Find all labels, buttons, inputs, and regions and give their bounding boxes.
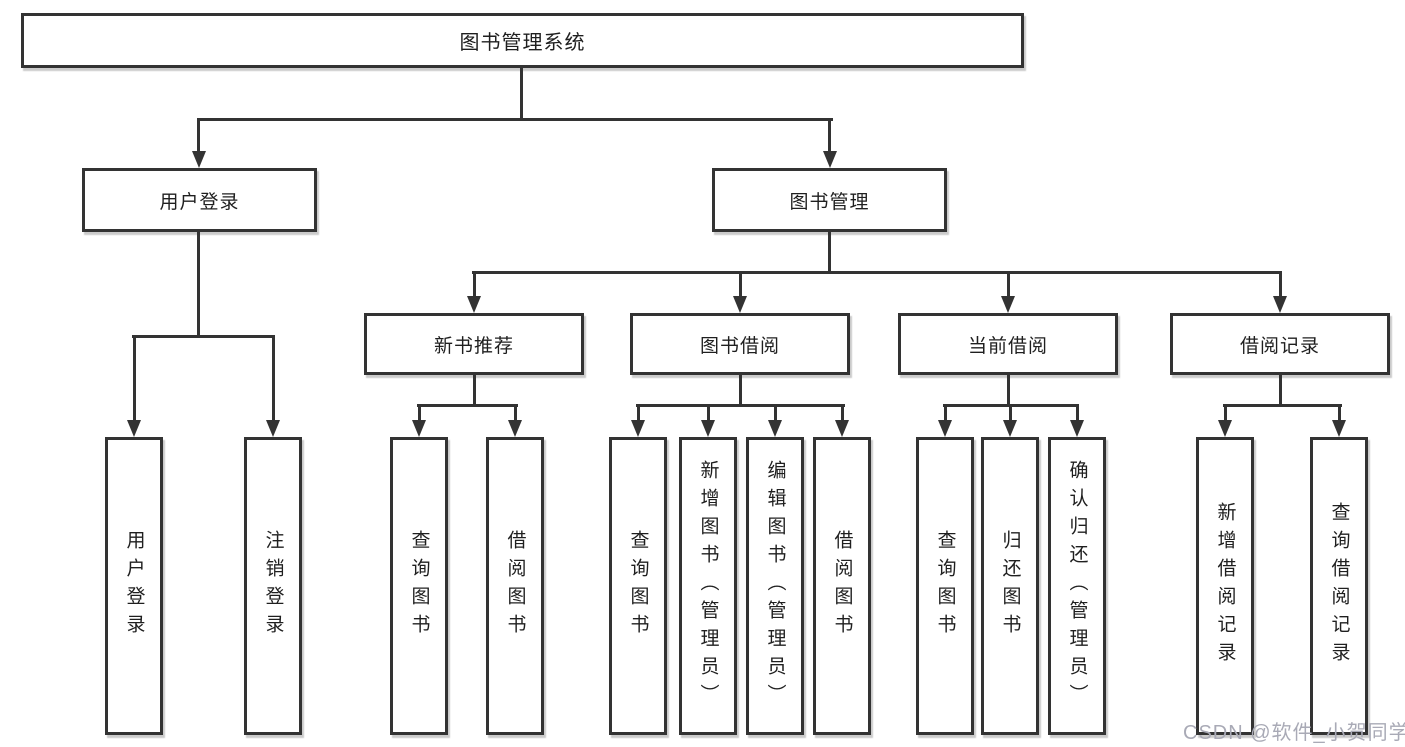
edge-line bbox=[1338, 404, 1341, 422]
arrow-down-icon bbox=[1003, 420, 1017, 437]
arrow-down-icon bbox=[467, 296, 481, 313]
edge-line bbox=[418, 404, 421, 422]
arrow-down-icon bbox=[266, 420, 280, 437]
edge-line bbox=[739, 271, 742, 299]
arrow-down-icon bbox=[733, 296, 747, 313]
edge-line bbox=[828, 118, 831, 155]
edge-line bbox=[1007, 271, 1010, 299]
edge-line bbox=[1224, 404, 1227, 422]
node-leaf-user-login: 用户登录 bbox=[105, 437, 163, 735]
edge-line bbox=[1223, 404, 1342, 407]
edge-line bbox=[417, 404, 518, 407]
node-leaf-logout: 注销登录 bbox=[244, 437, 302, 735]
edge-line bbox=[1009, 404, 1012, 422]
edge-line bbox=[272, 335, 275, 423]
arrow-down-icon bbox=[1332, 420, 1346, 437]
edge-line bbox=[133, 335, 136, 423]
node-leaf-add-borrow-record: 新增借阅记录 bbox=[1196, 437, 1254, 735]
arrow-down-icon bbox=[1273, 296, 1287, 313]
edge-line bbox=[637, 404, 640, 422]
edge-line bbox=[636, 404, 845, 407]
arrow-down-icon bbox=[938, 420, 952, 437]
arrow-down-icon bbox=[412, 420, 426, 437]
node-user-login: 用户登录 bbox=[82, 168, 317, 232]
edge-line bbox=[1076, 404, 1079, 422]
arrow-down-icon bbox=[1001, 296, 1015, 313]
edge-line bbox=[944, 404, 947, 422]
edge-line bbox=[197, 118, 833, 121]
node-book-management: 图书管理 bbox=[712, 168, 947, 232]
arrow-down-icon bbox=[701, 420, 715, 437]
edge-line bbox=[520, 68, 523, 120]
node-leaf-return-books: 归还图书 bbox=[981, 437, 1039, 735]
arrow-down-icon bbox=[1070, 420, 1084, 437]
edge-line bbox=[472, 271, 1282, 274]
node-leaf-borrow-books-recommend: 借阅图书 bbox=[486, 437, 544, 735]
node-current-borrowing: 当前借阅 bbox=[898, 313, 1118, 375]
edge-line bbox=[1007, 375, 1010, 407]
edge-line bbox=[473, 375, 476, 407]
edge-line bbox=[514, 404, 517, 422]
arrow-down-icon bbox=[192, 151, 206, 168]
arrow-down-icon bbox=[835, 420, 849, 437]
edge-line bbox=[473, 271, 476, 299]
edge-line bbox=[1279, 271, 1282, 299]
node-leaf-query-books-borrow: 查询图书 bbox=[609, 437, 667, 735]
edge-line bbox=[841, 404, 844, 422]
node-leaf-add-books-admin: 新增图书（管理员） bbox=[679, 437, 737, 735]
node-leaf-query-books-recommend: 查询图书 bbox=[390, 437, 448, 735]
node-leaf-query-books-current: 查询图书 bbox=[916, 437, 974, 735]
node-new-book-recommendation: 新书推荐 bbox=[364, 313, 584, 375]
edge-line bbox=[197, 118, 200, 155]
edge-line bbox=[132, 335, 275, 338]
node-leaf-confirm-return-admin: 确认归还（管理员） bbox=[1048, 437, 1106, 735]
edge-line bbox=[774, 404, 777, 422]
node-leaf-edit-books-admin: 编辑图书（管理员） bbox=[746, 437, 804, 735]
edge-line bbox=[197, 232, 200, 337]
arrow-down-icon bbox=[127, 420, 141, 437]
arrow-down-icon bbox=[508, 420, 522, 437]
node-book-borrowing: 图书借阅 bbox=[630, 313, 850, 375]
arrow-down-icon bbox=[768, 420, 782, 437]
node-library-management-system: 图书管理系统 bbox=[21, 13, 1024, 68]
arrow-down-icon bbox=[1218, 420, 1232, 437]
edge-line bbox=[707, 404, 710, 422]
arrow-down-icon bbox=[631, 420, 645, 437]
arrow-down-icon bbox=[823, 151, 837, 168]
edge-line bbox=[739, 375, 742, 407]
edge-line bbox=[828, 232, 831, 274]
node-leaf-borrow-books: 借阅图书 bbox=[813, 437, 871, 735]
node-leaf-query-borrow-record: 查询借阅记录 bbox=[1310, 437, 1368, 735]
node-borrowing-records: 借阅记录 bbox=[1170, 313, 1390, 375]
watermark: CSDN @软件_小贺同学 bbox=[1183, 722, 1405, 744]
edge-line bbox=[1279, 375, 1282, 407]
